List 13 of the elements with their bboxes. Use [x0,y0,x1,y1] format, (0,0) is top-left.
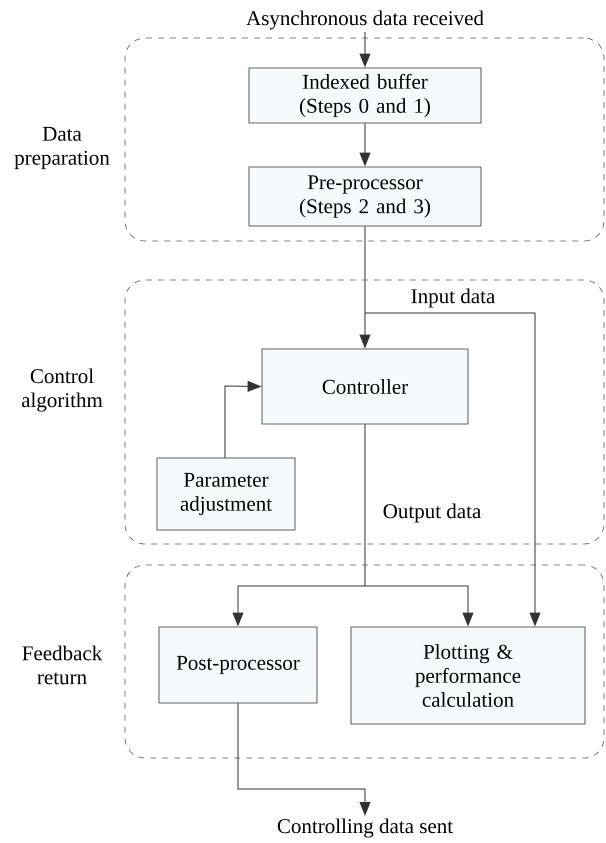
group-heading: Control algorithm [22,368,102,412]
group-heading: Data preparation [14,126,110,170]
edge-label: Input data [408,286,498,310]
process-box: Plotting & performance calculation [350,626,586,724]
edge-label: Output data [380,502,484,525]
process-box: Controller [262,348,468,424]
flow-text: Controlling data sent [278,818,453,838]
process-box: Parameter adjustment [156,458,296,530]
flow-text: Asynchronous data received [246,10,484,30]
process-box: Pre-processor (Steps 2 and 3) [248,166,482,226]
group-heading: Feedback return [22,646,102,684]
process-box: Indexed buffer (Steps 0 and 1) [248,68,482,124]
process-box: Post-processor [158,626,318,704]
